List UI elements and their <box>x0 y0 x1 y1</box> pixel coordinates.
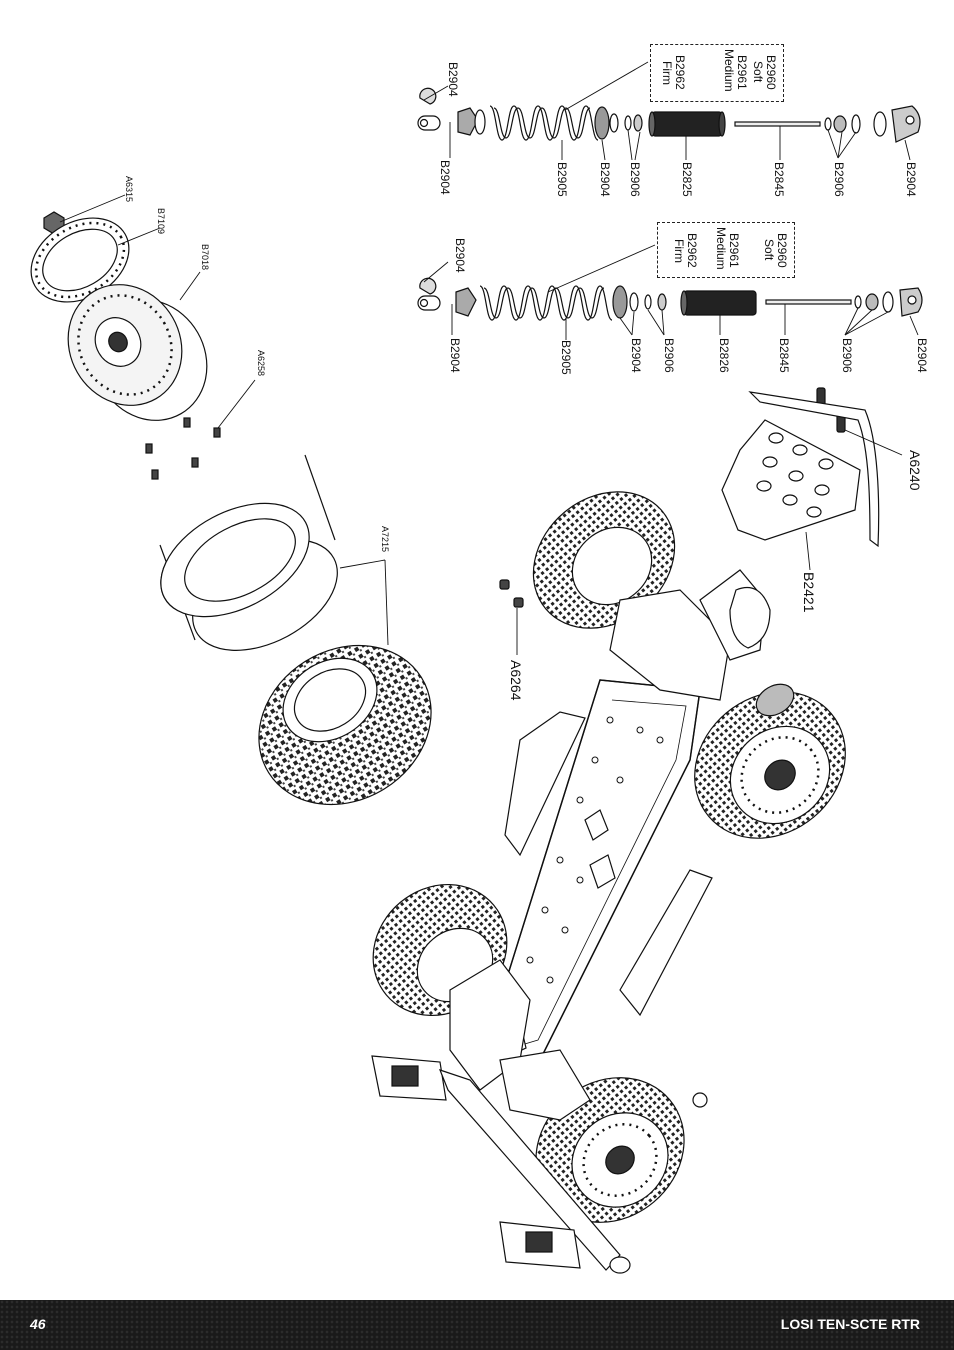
rear-shock-spring-label: B2905 <box>559 340 573 375</box>
rear-shock-shaft-label: B2845 <box>777 338 791 373</box>
rear-shock-lower-parts-label: B2906 <box>840 338 854 373</box>
bumper-screws-label: A6240 <box>907 450 923 491</box>
rear-shock-rod-end-label: B2904 <box>448 338 462 373</box>
front-bumper-assembly <box>721 387 880 548</box>
front-shock-collar-label: B2904 <box>598 162 612 197</box>
front-shock-body-label: B2825 <box>680 162 694 197</box>
spring-option-medium: Medium <box>722 49 736 92</box>
spring-option-soft: Soft <box>762 239 776 261</box>
rear-shock-eyelet-label: B2904 <box>915 338 929 373</box>
page-number: 46 <box>30 1316 46 1332</box>
bumper-leaders <box>805 429 903 571</box>
rear-shock-collar-label: B2904 <box>629 338 643 373</box>
spring-option-b2962: B2962 <box>673 55 687 90</box>
spring-option-medium: Medium <box>714 227 728 270</box>
wheel-leaders <box>59 194 389 646</box>
wheel-screws-label: A6258 <box>256 350 266 377</box>
front-shock-spring-options: B2960 Soft B2961 Medium B2962 Firm <box>650 44 784 102</box>
rear-shock-top-cap-label: B2904 <box>453 238 467 273</box>
rear-shock-spring-options: B2960 Soft B2961 Medium B2962 Firm <box>657 222 795 278</box>
front-shock-shaft-label: B2845 <box>772 162 786 197</box>
wheel-label: B7018 <box>200 244 210 271</box>
front-shock-lower-parts-label: B2906 <box>832 162 846 197</box>
page-footer: 46 LOSI TEN-SCTE RTR <box>0 1300 954 1350</box>
front-shock-eyelet-label: B2904 <box>904 162 918 197</box>
front-shock-seals-label: B2906 <box>628 162 642 197</box>
beadlock-ring-label: B7109 <box>156 208 166 235</box>
spring-option-firm: Firm <box>660 61 674 85</box>
front-shock-rod-end-label: B2904 <box>438 160 452 195</box>
spring-option-b2960: B2960 <box>764 55 778 90</box>
spring-option-b2961: B2961 <box>727 233 741 268</box>
wheel-nut-label: A6315 <box>124 176 134 203</box>
spring-option-soft: Soft <box>751 61 765 83</box>
rear-shock-assembly <box>417 277 923 321</box>
spring-option-b2961: B2961 <box>735 55 749 90</box>
spring-option-b2962: B2962 <box>685 233 699 268</box>
front-shock-leaders <box>423 61 911 161</box>
spring-option-firm: Firm <box>672 239 686 263</box>
body-mount-screws-label: A6264 <box>508 660 524 701</box>
front-shock-assembly <box>417 87 921 143</box>
rear-shock-body-label: B2826 <box>717 338 731 373</box>
front-shock-spring-label: B2905 <box>555 162 569 197</box>
front-shock-top-cap-label: B2904 <box>446 62 460 97</box>
wheel-exploded-assembly <box>30 211 432 806</box>
document-title: LOSI TEN-SCTE RTR <box>780 1316 920 1332</box>
exploded-view-drawing <box>30 61 923 1274</box>
tire-foam-label: A7215 <box>380 526 390 553</box>
front-bumper-label: B2421 <box>801 572 817 613</box>
rear-shock-leaders <box>423 244 919 340</box>
spring-option-b2960: B2960 <box>775 233 789 268</box>
rear-shock-seals-label: B2906 <box>662 338 676 373</box>
chassis-assembly <box>371 491 846 1274</box>
body-mount-screws <box>499 579 524 608</box>
